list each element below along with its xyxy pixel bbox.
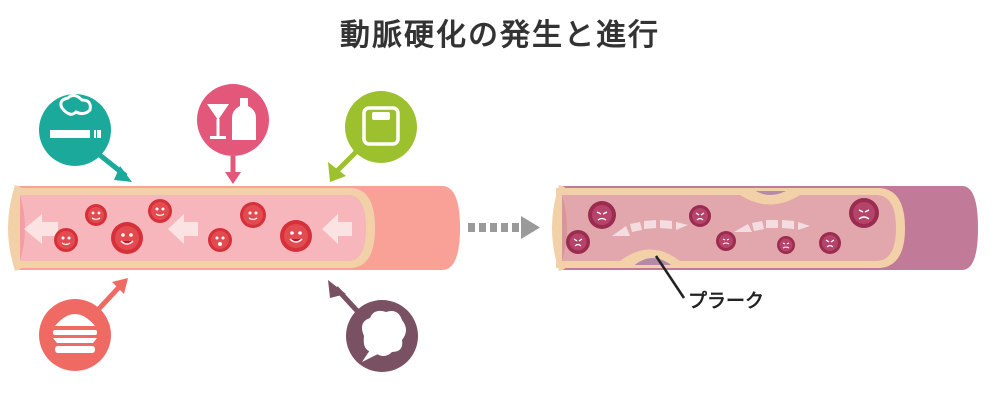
red-blood-cell	[111, 222, 143, 254]
cigarette-icon	[50, 93, 101, 140]
healthy-artery-lumen-shadow	[20, 195, 25, 261]
smoking-factor	[39, 93, 132, 182]
plaque-label: プラーク	[688, 290, 765, 312]
flow-arrow	[168, 214, 198, 244]
flow-arrow	[322, 214, 352, 244]
damaged-blood-cell	[849, 198, 879, 228]
red-blood-cell	[54, 228, 78, 252]
cocktail-bottle-icon	[207, 98, 256, 140]
damaged-blood-cell	[819, 232, 841, 254]
damaged-blood-cell	[716, 231, 736, 251]
red-blood-cell	[85, 204, 107, 226]
damaged-blood-cell	[689, 205, 711, 227]
plaque	[629, 256, 677, 267]
stress-factor	[328, 280, 418, 372]
flow-arrow	[24, 214, 58, 244]
red-blood-cell	[240, 202, 266, 228]
scale-icon	[362, 106, 400, 146]
flow-dashes	[612, 220, 810, 236]
food-factor	[39, 278, 128, 371]
stress-cloud-icon	[362, 310, 406, 362]
red-blood-cell	[148, 199, 172, 223]
plaque-callout-line	[654, 255, 686, 299]
diseased-artery-lumen	[562, 195, 896, 261]
healthy-artery	[8, 185, 460, 271]
plaque	[748, 189, 794, 197]
damaged-blood-cell	[566, 230, 590, 254]
weight-factor	[328, 91, 417, 182]
hamburger-icon	[53, 314, 97, 353]
diseased-artery	[552, 185, 978, 271]
red-blood-cell	[280, 220, 312, 252]
damaged-blood-cell	[588, 201, 616, 229]
diagram-title: 動脈硬化の発生と進行	[340, 18, 660, 53]
progression-arrow	[468, 216, 540, 239]
diseased-artery-lumen-shadow	[562, 195, 567, 261]
alcohol-factor	[197, 84, 269, 184]
red-blood-cell	[208, 228, 232, 252]
flow-arrows	[24, 214, 352, 244]
damaged-blood-cell	[777, 236, 795, 254]
